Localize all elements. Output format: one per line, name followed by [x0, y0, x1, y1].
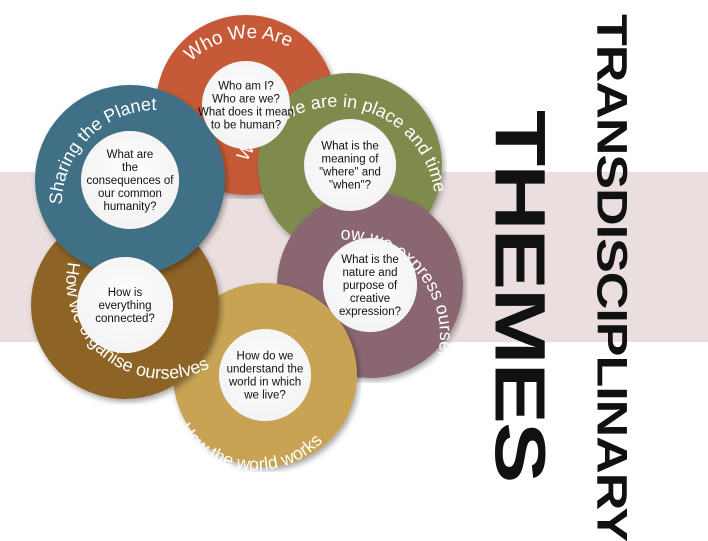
question-line: to be human?	[211, 120, 281, 132]
question-line: nature and	[343, 267, 398, 279]
question-line: creative	[350, 293, 390, 305]
question-circle-where-we-are	[304, 119, 396, 211]
question-line: What is the	[321, 141, 379, 153]
ring-how-the-world-works	[173, 283, 357, 467]
question-circle-how-we-express	[323, 238, 417, 332]
question-line: What is the	[341, 254, 399, 266]
question-line: purpose of	[343, 280, 398, 292]
question-line: How is	[108, 287, 143, 299]
ring-sharing-the-planet	[35, 85, 225, 275]
question-line: What are	[107, 149, 154, 161]
question-circle-how-the-world-works	[219, 329, 311, 421]
question-line: "when"?	[329, 180, 371, 192]
question-circle-how-we-organise	[77, 257, 173, 353]
question-line: everything	[98, 300, 151, 312]
question-line: Who are we?	[212, 94, 280, 106]
themes-diagram: Who We AreWhere we are in place and time…	[31, 15, 463, 467]
question-line: connected?	[95, 313, 154, 325]
question-line: humanity?	[103, 201, 156, 213]
question-line: Who am I?	[218, 81, 274, 93]
title-line-1: TRANSDISCIPLINARY	[587, 14, 636, 541]
question-circle-sharing-the-planet	[81, 131, 179, 229]
question-line: expression?	[339, 306, 401, 318]
question-line: we live?	[243, 390, 286, 402]
question-line: meaning of	[322, 154, 380, 166]
question-line: consequences of	[87, 175, 175, 187]
question-line: "where" and	[319, 167, 381, 179]
question-line: the	[122, 162, 138, 174]
ring-how-we-express	[277, 192, 463, 378]
question-line: How do we	[237, 351, 294, 363]
question-line: world in which	[228, 377, 301, 389]
title-line-2: THEMES	[479, 110, 560, 482]
question-line: What does it mean	[198, 107, 294, 119]
question-line: our common	[98, 188, 162, 200]
question-circle-who-we-are	[202, 61, 290, 149]
question-line: understand the	[227, 364, 304, 376]
